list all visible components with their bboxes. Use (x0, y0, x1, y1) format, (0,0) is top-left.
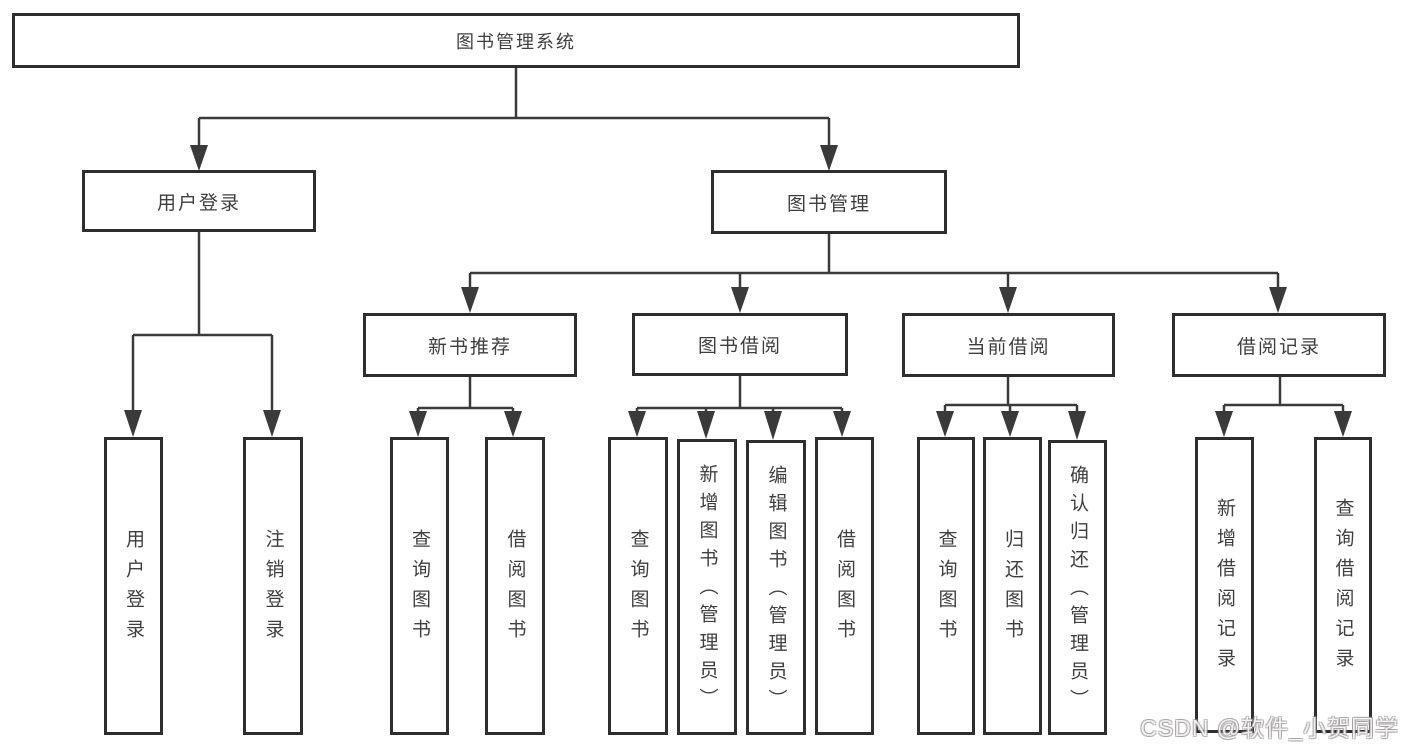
leaf-query-borrow-record-label: 查询借阅记录 (1332, 498, 1354, 678)
node-borrowing-records: 借阅记录 (1172, 313, 1386, 377)
node-current-borrowing: 当前借阅 (902, 313, 1115, 377)
node-new-book-recommend-label: 新书推荐 (427, 336, 512, 358)
leaf-add-book-admin-label: 新增图书（管理员） (696, 464, 718, 716)
leaf-query-borrow-record: 查询借阅记录 (1314, 437, 1372, 733)
node-book-management: 图书管理 (711, 170, 947, 234)
leaf-logout-label: 注销登录 (262, 529, 284, 649)
leaf-return-books-label: 归还图书 (1002, 529, 1023, 649)
leaf-query-books-1-label: 查询图书 (409, 529, 430, 649)
leaf-logout: 注销登录 (243, 437, 303, 735)
node-user-login: 用户登录 (82, 170, 316, 232)
leaf-query-books-3: 查询图书 (917, 437, 975, 735)
leaf-query-books-2-label: 查询图书 (627, 529, 649, 649)
leaf-query-books-3-label: 查询图书 (935, 529, 957, 649)
leaf-edit-book-admin: 编辑图书（管理员） (746, 440, 806, 735)
leaf-borrow-books-2-label: 借阅图书 (834, 529, 855, 649)
node-book-management-label: 图书管理 (786, 193, 871, 215)
leaf-borrow-books-2: 借阅图书 (815, 437, 874, 735)
leaf-add-borrow-record-label: 新增借阅记录 (1214, 498, 1235, 678)
leaf-user-login: 用户登录 (104, 437, 163, 735)
leaf-confirm-return-admin-label: 确认归还（管理员） (1067, 464, 1088, 717)
csdn-watermark: CSDN @软件_小贺同学 (1140, 715, 1399, 741)
leaf-borrow-books-1-label: 借阅图书 (504, 529, 526, 649)
node-root-label: 图书管理系统 (456, 31, 576, 52)
leaf-return-books: 归还图书 (983, 437, 1042, 735)
node-book-borrowing: 图书借阅 (632, 313, 848, 376)
leaf-confirm-return-admin: 确认归还（管理员） (1048, 440, 1107, 735)
node-root-library-system: 图书管理系统 (12, 13, 1020, 68)
leaf-user-login-label: 用户登录 (123, 529, 144, 649)
node-current-borrowing-label: 当前借阅 (966, 336, 1051, 358)
leaf-add-book-admin: 新增图书（管理员） (677, 439, 737, 735)
node-book-borrowing-label: 图书借阅 (697, 336, 782, 357)
leaf-add-borrow-record: 新增借阅记录 (1195, 437, 1254, 733)
node-borrowing-records-label: 借阅记录 (1236, 336, 1321, 358)
node-new-book-recommend: 新书推荐 (363, 313, 577, 377)
leaf-borrow-books-1: 借阅图书 (485, 437, 545, 735)
leaf-query-books-1: 查询图书 (390, 437, 449, 735)
leaf-query-books-2: 查询图书 (608, 437, 668, 735)
node-user-login-label: 用户登录 (156, 192, 241, 214)
leaf-edit-book-admin-label: 编辑图书（管理员） (765, 464, 787, 717)
